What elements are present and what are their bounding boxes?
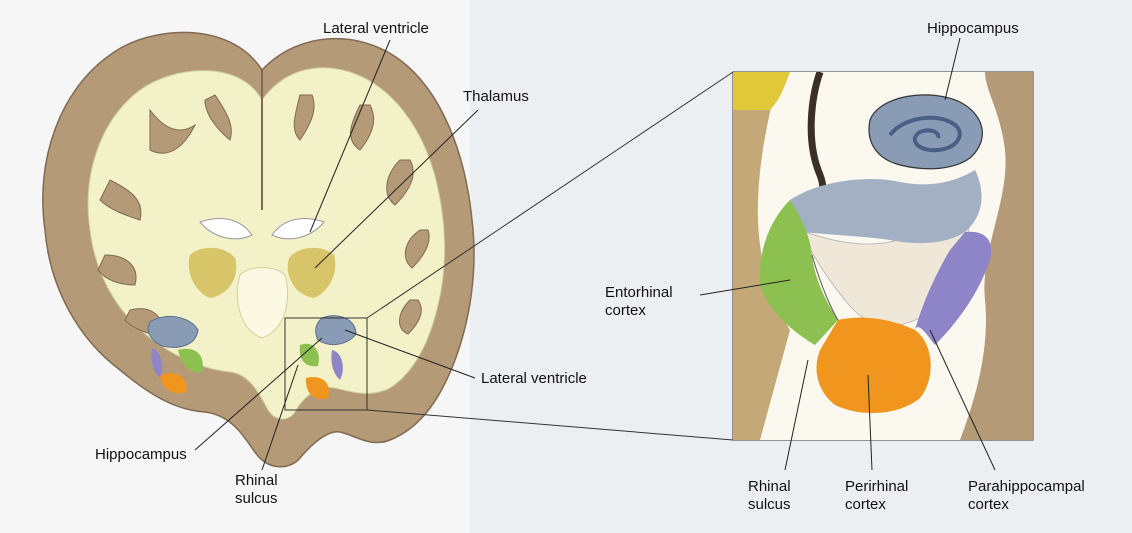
label-perirhinal-line1: Perirhinal [845, 478, 908, 496]
label-rhinal-right-line2: sulcus [748, 496, 791, 514]
label-parahippocampal-line2: cortex [968, 496, 1085, 514]
label-rhinal-left-line2: sulcus [235, 490, 278, 508]
label-entorhinal-line1: Entorhinal [605, 284, 673, 302]
label-rhinal-right: Rhinal sulcus [748, 478, 791, 514]
label-lateral-ventricle-top: Lateral ventricle [323, 20, 429, 38]
label-perirhinal-line2: cortex [845, 496, 908, 514]
label-rhinal-right-line1: Rhinal [748, 478, 791, 496]
label-hippocampus-left: Hippocampus [95, 446, 187, 464]
label-entorhinal: Entorhinal cortex [605, 284, 673, 320]
label-rhinal-left-line1: Rhinal [235, 472, 278, 490]
label-entorhinal-line2: cortex [605, 302, 673, 320]
label-perirhinal: Perirhinal cortex [845, 478, 908, 514]
label-parahippocampal-line1: Parahippocampal [968, 478, 1085, 496]
label-hippocampus-inset: Hippocampus [927, 20, 1019, 38]
label-rhinal-left: Rhinal sulcus [235, 472, 278, 508]
label-lateral-ventricle-mid: Lateral ventricle [481, 370, 587, 388]
label-parahippocampal: Parahippocampal cortex [968, 478, 1085, 514]
label-thalamus: Thalamus [463, 88, 529, 106]
inset-perirhinal [816, 318, 930, 413]
